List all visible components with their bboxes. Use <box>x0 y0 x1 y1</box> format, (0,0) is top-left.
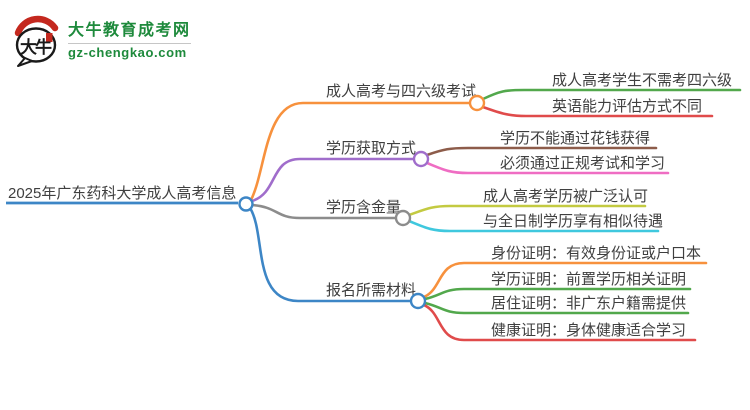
subtopic-label-1-1[interactable]: 成人高考学生不需考四六级 <box>552 72 732 89</box>
subtopic-label-4-3[interactable]: 居住证明：非广东户籍需提供 <box>491 295 686 312</box>
branch-line-1 <box>249 101 472 202</box>
branch-toggle-4[interactable] <box>409 292 427 310</box>
subtopic-line-1-1 <box>481 88 742 101</box>
logo-bubble-tail <box>17 57 33 67</box>
subtopic-label-2-2[interactable]: 必须通过正规考试和学习 <box>500 155 665 172</box>
root-label[interactable]: 2025年广东药科大学成人高考信息 <box>8 185 236 202</box>
logo-hat-shape <box>14 15 59 37</box>
subtopic-label-3-1[interactable]: 成人高考学历被广泛认可 <box>483 188 648 205</box>
subtopic-label-3-2[interactable]: 与全日制学历享有相似待遇 <box>483 212 663 230</box>
subtopic-line-4-3 <box>423 301 690 315</box>
branch-label-1[interactable]: 成人高考与四六级考试 <box>326 83 476 100</box>
subtopic-line-4-4 <box>422 303 697 342</box>
branch-line-2 <box>250 157 416 203</box>
subtopic-line-2-2 <box>425 161 670 175</box>
logo-seal <box>46 33 53 42</box>
logo-words: 大牛教育成考网 gz-chengkao.com <box>68 22 191 60</box>
subtopic-label-4-2[interactable]: 学历证明：前置学历相关证明 <box>491 271 686 288</box>
branch-label-4[interactable]: 报名所需材料 <box>326 282 416 299</box>
subtopic-line-4-2 <box>423 287 692 301</box>
logo-domain: gz-chengkao.com <box>68 44 187 60</box>
subtopic-label-4-4[interactable]: 健康证明：身体健康适合学习 <box>491 322 686 339</box>
branch-toggle-2[interactable] <box>412 150 430 168</box>
logo-icon-text: 大牛 <box>20 37 52 57</box>
branch-line-4 <box>248 206 413 303</box>
branch-toggle-3[interactable] <box>394 209 412 227</box>
subtopic-line-4-1 <box>422 261 708 299</box>
branch-toggle-1[interactable] <box>468 94 486 112</box>
subtopic-line-3-1 <box>407 204 647 217</box>
subtopic-label-1-2[interactable]: 英语能力评估方式不同 <box>552 97 702 115</box>
subtopic-label-4-1[interactable]: 身份证明：有效身份证或户口本 <box>491 245 701 262</box>
logo-title: 大牛教育成考网 <box>68 22 191 44</box>
branch-line-3 <box>250 203 398 220</box>
branch-label-3[interactable]: 学历含金量 <box>326 199 401 216</box>
logo-bubble-icon: 大牛 <box>14 15 59 67</box>
subtopic-line-1-2 <box>481 105 714 118</box>
logo-bubble-shape <box>15 27 57 63</box>
subtopic-line-2-1 <box>425 146 658 157</box>
subtopic-line-3-2 <box>407 219 660 233</box>
root-toggle[interactable] <box>238 196 254 212</box>
branch-label-2[interactable]: 学历获取方式 <box>326 140 416 157</box>
subtopic-label-2-1[interactable]: 学历不能通过花钱获得 <box>500 130 650 147</box>
site-logo[interactable]: 大牛 大牛教育成考网 gz-chengkao.com <box>13 15 191 67</box>
